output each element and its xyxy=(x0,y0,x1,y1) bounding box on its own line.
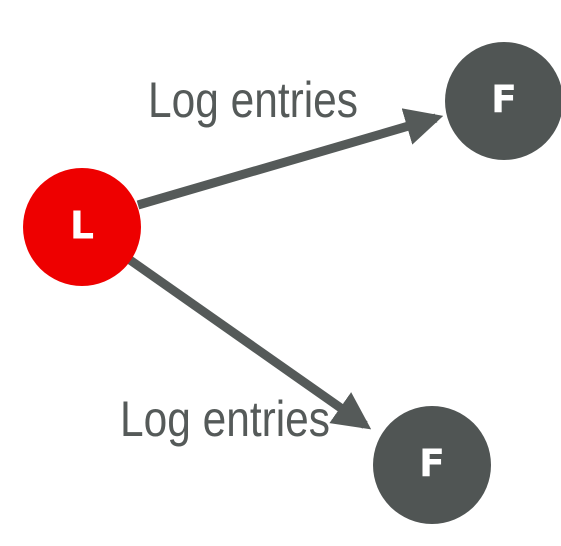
node-follower-top-label: F xyxy=(491,78,517,122)
edge-leader-to-top-follower xyxy=(136,108,444,210)
edge-label-top: Log entries xyxy=(148,72,358,128)
node-leader-circle xyxy=(23,168,141,286)
node-follower-bottom: F xyxy=(373,406,491,524)
node-follower-top: F xyxy=(445,42,561,160)
node-follower-bottom-circle xyxy=(373,406,491,524)
node-follower-top-circle xyxy=(445,42,561,160)
node-leader: L xyxy=(23,168,141,286)
edge-leader-to-bottom-follower xyxy=(127,256,372,430)
edge-label-bottom: Log entries xyxy=(120,391,330,447)
node-follower-bottom-label: F xyxy=(419,442,445,486)
node-leader-label: L xyxy=(70,204,94,248)
